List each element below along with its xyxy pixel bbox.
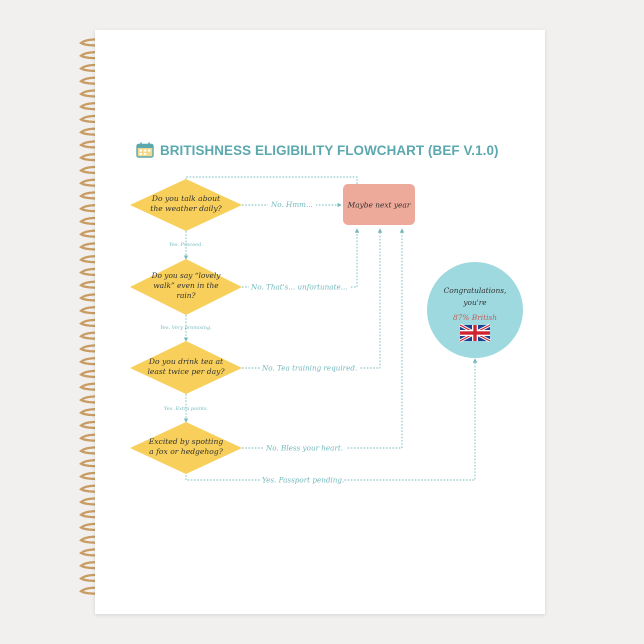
no-label-3: No. Tea training required. — [261, 364, 357, 373]
no-label-4: No. Bless your heart. — [265, 444, 343, 453]
question-3-line-2: least twice per day? — [147, 367, 225, 376]
decision-diamond-4 — [130, 422, 242, 474]
result-circle: Congratulations, you're 87% British — [427, 262, 523, 358]
question-2-line-2: walk” even in the — [153, 281, 219, 290]
no-labels: No. Hmm... No. That's... unfortunate... … — [249, 199, 360, 485]
question-1-line-1: Do you talk about — [151, 194, 221, 203]
result-line-3: 87% British — [453, 313, 497, 322]
decision-1: Do you talk about the weather daily? — [130, 179, 242, 231]
question-2-line-3: rain? — [176, 291, 195, 300]
question-2-line-1: Do you say “lovely — [151, 271, 222, 280]
decision-diamond-3 — [130, 341, 242, 394]
decision-4: Excited by spotting a fox or hedgehog? — [130, 422, 242, 474]
connector-no-4 — [242, 228, 405, 449]
uk-flag-icon — [459, 323, 491, 343]
decision-diamond-1 — [130, 179, 242, 231]
question-4-line-1: Excited by spotting — [148, 437, 224, 446]
calendar-icon — [136, 142, 154, 158]
connector-yes-4 — [185, 358, 478, 481]
decision-diamond-2 — [130, 259, 242, 315]
no-label-1: No. Hmm... — [270, 200, 313, 209]
decision-2: Do you say “lovely walk” even in the rai… — [130, 259, 242, 315]
flowchart-title: BRITISHNESS ELIGIBILITY FLOWCHART (BEF V… — [136, 142, 499, 158]
yes-label-1: Yes. Proceed. — [169, 242, 203, 248]
result-line-1: Congratulations, — [444, 286, 507, 295]
decision-3: Do you drink tea at least twice per day? — [130, 341, 242, 394]
outcome-box-label: Maybe next year — [347, 201, 411, 210]
question-4-line-2: a fox or hedgehog? — [149, 447, 224, 456]
no-label-2: No. That's... unfortunate... — [250, 283, 348, 292]
yes-label-4: Yes. Passport pending. — [262, 476, 344, 485]
yes-label-3: Yes. Extra points. — [164, 406, 209, 412]
outcome-box: Maybe next year — [343, 184, 415, 225]
question-3-line-1: Do you drink tea at — [148, 357, 224, 366]
title-text: BRITISHNESS ELIGIBILITY FLOWCHART (BEF V… — [160, 142, 499, 158]
yes-label-2: Yes. Very promising. — [160, 325, 212, 331]
question-1-line-2: the weather daily? — [150, 204, 222, 213]
result-line-2: you're — [462, 298, 487, 307]
connector-no-2 — [242, 228, 360, 288]
connector-no-3 — [242, 228, 383, 369]
connector-top-loop — [185, 176, 358, 184]
